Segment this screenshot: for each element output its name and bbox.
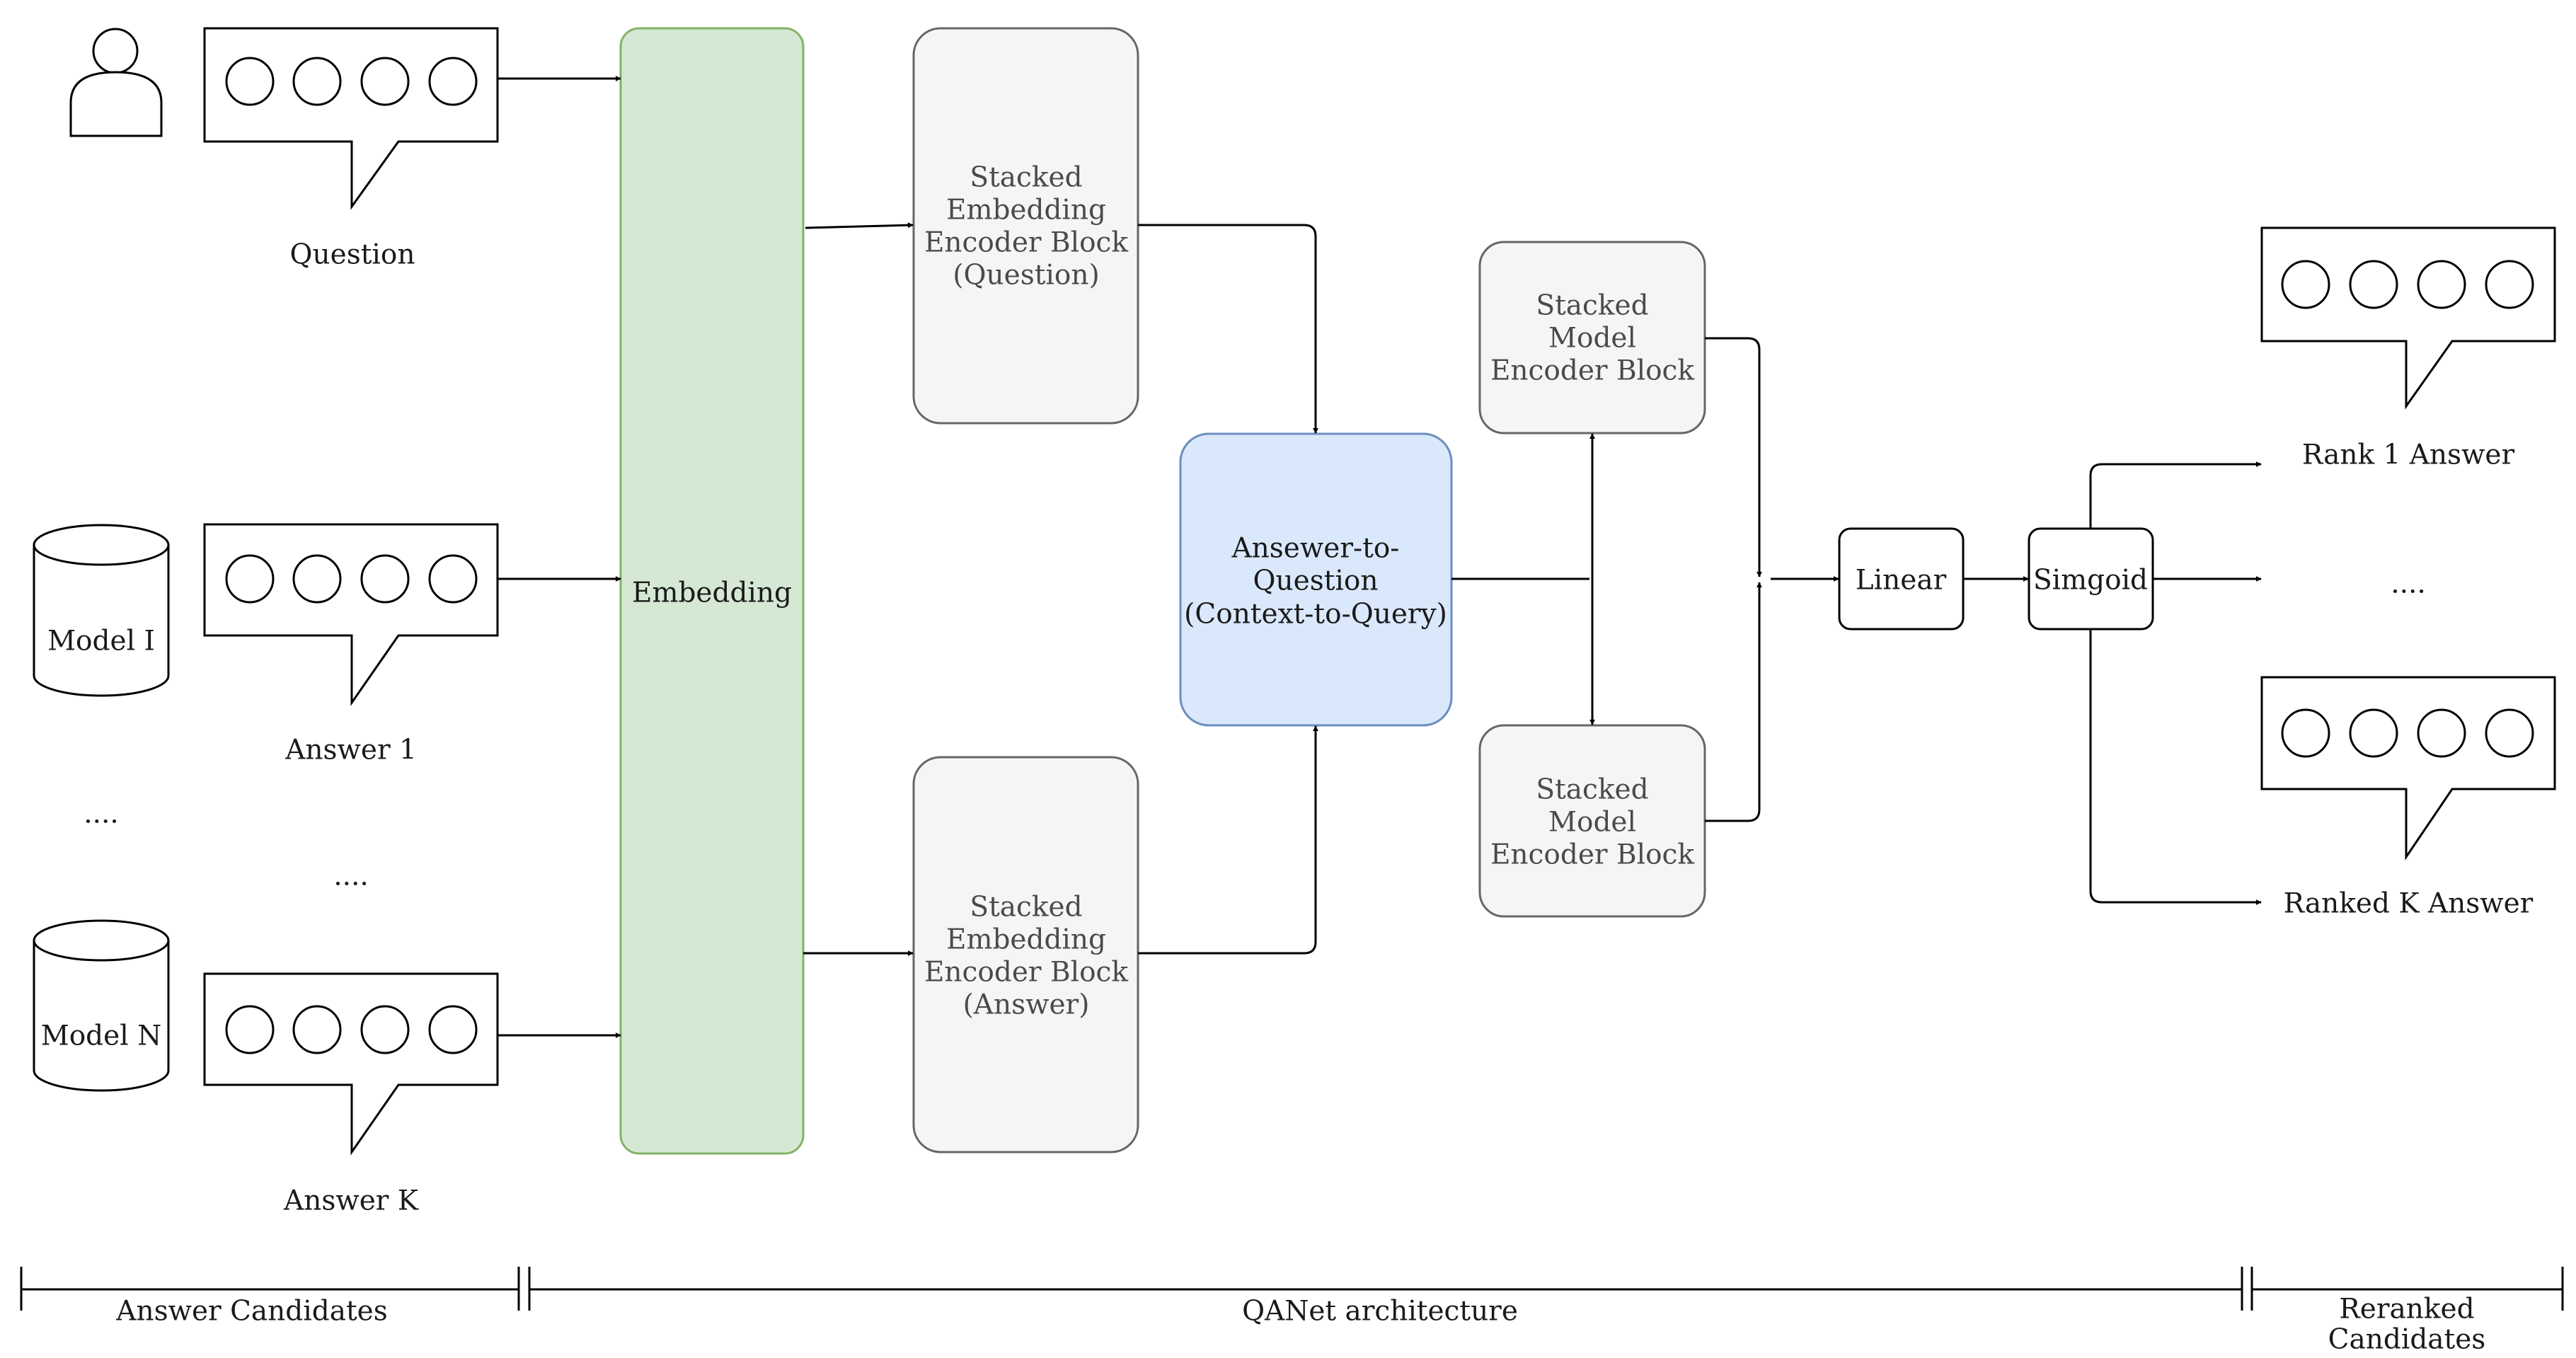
edge-model-enc-bottom-to-merge bbox=[1705, 582, 1762, 822]
answer1-label: Answer 1 bbox=[284, 735, 417, 766]
seb-answer-line-1: Stacked bbox=[970, 892, 1082, 923]
answer-candidates-label: Answer Candidates bbox=[115, 1296, 387, 1328]
seb-question-line-2: Embedding bbox=[946, 195, 1106, 226]
a2q-line-3: (Context-to-Query) bbox=[1184, 599, 1447, 631]
seb-answer-line-3: Encoder Block bbox=[924, 957, 1128, 989]
a2q-line-1: Ansewer-to- bbox=[1231, 533, 1400, 565]
a2q-line-2: Question bbox=[1253, 565, 1379, 597]
reranked-line-1: Reranked bbox=[2339, 1294, 2474, 1325]
model-i-label: Model I bbox=[47, 626, 155, 657]
model-n-database-icon bbox=[33, 919, 170, 1092]
left-ellipsis-answers: .... bbox=[333, 861, 369, 892]
section-bracket-qanet bbox=[528, 1267, 2243, 1311]
model-enc-top-line-1: Stacked bbox=[1536, 290, 1648, 322]
seb-question-line-4: (Question) bbox=[953, 260, 1099, 292]
sigmoid-label: Simgoid bbox=[2033, 565, 2148, 597]
edge-seb-question-to-a2q bbox=[1138, 224, 1318, 434]
edge-embedding-to-seb-question bbox=[805, 222, 914, 229]
embedding-block bbox=[619, 27, 805, 1155]
left-ellipsis-models: .... bbox=[84, 798, 119, 830]
reranked-line-2: Candidates bbox=[2328, 1324, 2486, 1356]
embedding-encoder-answer-block bbox=[912, 756, 1139, 1153]
model-enc-top-line-2: Model bbox=[1548, 323, 1636, 355]
rankk-bubble-icon bbox=[2260, 676, 2556, 861]
question-bubble-icon bbox=[203, 27, 499, 210]
seb-question-line-1: Stacked bbox=[970, 162, 1082, 194]
answerk-bubble-icon bbox=[203, 972, 499, 1156]
seb-answer-line-4: (Answer) bbox=[963, 989, 1090, 1021]
section-bracket-answer-candidates bbox=[20, 1267, 520, 1311]
rank1-bubble-icon bbox=[2260, 226, 2556, 410]
answer1-bubble-icon bbox=[203, 523, 499, 706]
edge-sigmoid-to-rank1 bbox=[2089, 461, 2262, 529]
model-enc-bottom-line-1: Stacked bbox=[1536, 774, 1648, 806]
section-bracket-reranked bbox=[2250, 1267, 2564, 1311]
model-i-database-icon bbox=[33, 524, 170, 697]
answerk-label: Answer K bbox=[283, 1185, 419, 1217]
seb-question-line-3: Encoder Block bbox=[924, 227, 1128, 259]
edge-model-enc-top-to-merge bbox=[1705, 337, 1762, 577]
edge-sigmoid-to-rankk bbox=[2089, 629, 2262, 905]
seb-answer-line-2: Embedding bbox=[946, 924, 1106, 956]
question-label: Question bbox=[290, 239, 415, 271]
right-ellipsis: .... bbox=[2391, 568, 2426, 600]
linear-label: Linear bbox=[1856, 565, 1947, 597]
rank1-label: Rank 1 Answer bbox=[2302, 439, 2515, 471]
qanet-label: QANet architecture bbox=[1242, 1296, 1518, 1328]
edge-seb-answer-to-a2q bbox=[1138, 725, 1318, 955]
embedding-label: Embedding bbox=[632, 577, 792, 609]
rankk-label: Ranked K Answer bbox=[2284, 888, 2534, 920]
model-enc-top-line-3: Encoder Block bbox=[1490, 355, 1694, 387]
model-n-label: Model N bbox=[41, 1020, 161, 1052]
model-enc-bottom-line-3: Encoder Block bbox=[1490, 839, 1694, 871]
model-enc-bottom-line-2: Model bbox=[1548, 807, 1636, 839]
user-icon bbox=[69, 28, 163, 137]
edges bbox=[498, 76, 2262, 1038]
